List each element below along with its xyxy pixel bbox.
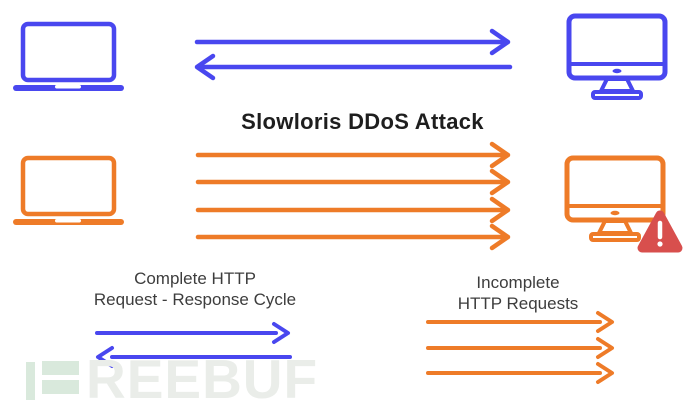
freebuf-watermark: REEBUF [26, 348, 319, 400]
freebuf-logo-f-icon [42, 361, 79, 394]
legend-request-arrow [95, 322, 290, 344]
client-laptop-icon [13, 21, 124, 91]
attacker-laptop-icon [13, 155, 124, 225]
slowloris-request-arrow-4 [195, 223, 511, 251]
server-monitor-icon [566, 13, 668, 100]
legend-incomplete-arrow-1 [426, 311, 614, 333]
diagram-title: Slowloris DDoS Attack [241, 109, 484, 134]
freebuf-logo-text: REEBUF [86, 348, 319, 400]
legend-response-arrow [96, 346, 292, 368]
victim-server-icon [564, 155, 683, 253]
legend-incomplete-arrow-3 [426, 362, 614, 384]
legend-incomplete-arrow-2 [426, 337, 614, 359]
incomplete-http-label: Incomplete HTTP Requests [408, 272, 628, 314]
label-line: Complete HTTP [134, 269, 256, 288]
slowloris-request-arrow-3 [195, 196, 511, 224]
warning-icon [637, 210, 683, 253]
slowloris-request-arrow-1 [195, 141, 511, 169]
http-request-arrow [194, 28, 511, 56]
complete-http-label: Complete HTTP Request - Response Cycle [45, 268, 345, 310]
slowloris-request-arrow-2 [195, 168, 511, 196]
http-response-arrow [194, 53, 513, 81]
label-line: HTTP Requests [457, 294, 579, 313]
label-line: Request - Response Cycle [93, 290, 297, 309]
label-line: Incomplete [476, 273, 560, 292]
freebuf-logo-bar [26, 362, 35, 400]
